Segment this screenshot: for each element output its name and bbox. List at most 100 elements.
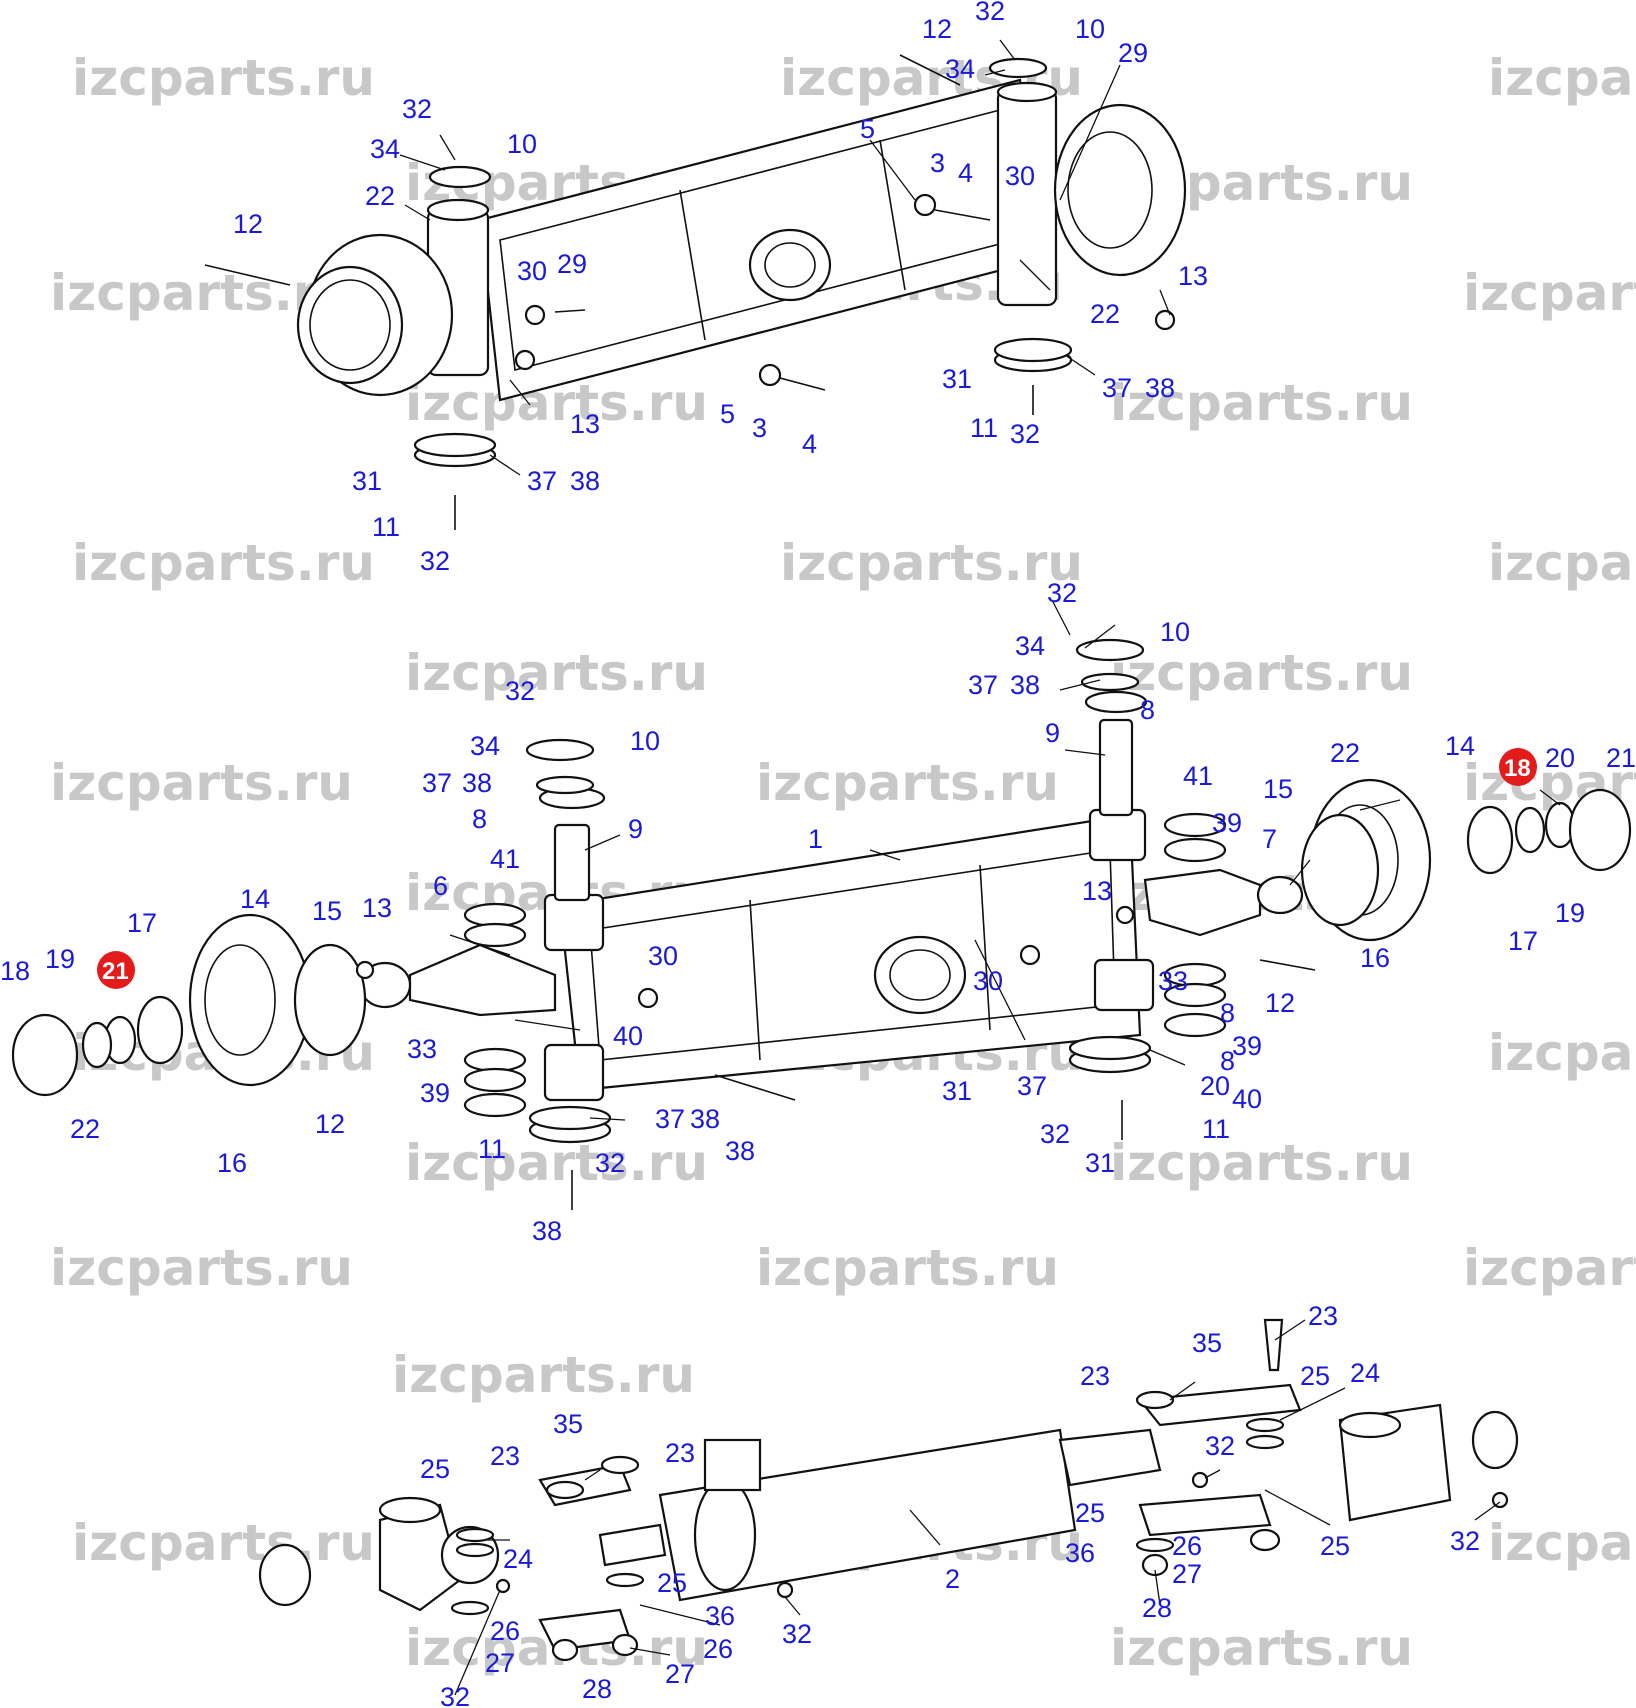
callout-label: 32 xyxy=(440,1682,470,1708)
callout-label: 39 xyxy=(420,1078,450,1108)
nut xyxy=(514,349,536,371)
callout-label: 29 xyxy=(1118,38,1148,68)
callout-label: 16 xyxy=(217,1148,247,1178)
washer xyxy=(1245,1434,1285,1450)
callout-label: 19 xyxy=(1555,898,1585,928)
left-seal xyxy=(136,995,184,1065)
callout-label: 32 xyxy=(402,94,432,124)
callout-label: 18 xyxy=(0,956,30,986)
callout-label: 12 xyxy=(233,209,263,239)
watermark: izcparts.ru xyxy=(1110,1134,1413,1192)
grease-fitting xyxy=(495,1578,511,1594)
shim xyxy=(528,1105,612,1131)
cylinder-rod-left xyxy=(598,1523,667,1567)
washer xyxy=(1135,1537,1175,1553)
callout-label: 23 xyxy=(1308,1301,1338,1331)
axle-beam xyxy=(478,78,1042,402)
left-hub-bore xyxy=(204,944,276,1056)
callout-label: 17 xyxy=(1508,926,1538,956)
callout-label: 39 xyxy=(1212,808,1242,838)
watermark: izcparts.ru xyxy=(392,1346,695,1404)
beam-rib xyxy=(879,139,906,291)
callout-label: 37 xyxy=(1102,373,1132,403)
kingpin xyxy=(1098,718,1134,817)
washer xyxy=(1245,1417,1285,1433)
callout-label: 15 xyxy=(1263,774,1293,804)
callout-labels-view-exploded: 32 10 34 37 38 8 9 32 34 10 37 38 8 9 22… xyxy=(0,578,1636,1246)
seal xyxy=(1163,1012,1227,1038)
center-boss xyxy=(873,935,967,1015)
callout-label: 24 xyxy=(1350,1358,1380,1388)
callout-label: 9 xyxy=(628,814,643,844)
callout-label: 31 xyxy=(352,466,382,496)
callout-label: 4 xyxy=(802,429,817,459)
bolt xyxy=(204,264,291,286)
beam-rib xyxy=(749,899,761,1061)
callout-label: 15 xyxy=(312,896,342,926)
center-boss xyxy=(748,228,832,302)
beam-boss-upper-right xyxy=(1088,808,1147,862)
nut xyxy=(1154,309,1176,331)
right-hub-inner xyxy=(1067,131,1153,249)
center-boss-inner xyxy=(764,242,816,288)
right-hub-cap xyxy=(1568,788,1632,872)
watermark: izcparts.ru xyxy=(72,1514,375,1572)
callout-label: 22 xyxy=(70,1114,100,1144)
callout-label: 26 xyxy=(490,1616,520,1646)
callout-label: 26 xyxy=(703,1634,733,1664)
callout-label: 16 xyxy=(1360,943,1390,973)
bearing xyxy=(1163,982,1227,1008)
right-spindle xyxy=(1256,875,1304,915)
right-kingpin-top xyxy=(996,81,1058,103)
highlight-label: 21 xyxy=(102,958,129,985)
callout-label: 38 xyxy=(462,768,492,798)
leader-lines xyxy=(454,1319,1501,1696)
callout-label: 27 xyxy=(485,1648,515,1678)
callout-label: 25 xyxy=(1300,1361,1330,1391)
beam-rib xyxy=(679,189,706,341)
callout-label: 17 xyxy=(127,908,157,938)
watermark: izcparts.ru xyxy=(1110,374,1413,432)
right-top-plate xyxy=(988,57,1048,79)
callout-label: 11 xyxy=(1202,1114,1230,1144)
right-kingpin-housing xyxy=(996,88,1058,307)
callout-label: 32 xyxy=(975,0,1005,26)
nut xyxy=(1019,944,1041,966)
highlighted-part-callout: 21 xyxy=(97,951,135,989)
callout-label: 11 xyxy=(970,413,998,443)
callout-label: 30 xyxy=(973,966,1003,996)
center-boss-inner xyxy=(889,949,951,1001)
callout-label: 30 xyxy=(1005,161,1035,191)
highlighted-part-callout: 18 xyxy=(1499,748,1537,786)
nut xyxy=(524,304,546,326)
callout-label: 22 xyxy=(365,181,395,211)
nut xyxy=(355,960,375,980)
callout-label: 27 xyxy=(1172,1559,1202,1589)
callout-label: 32 xyxy=(1205,1431,1235,1461)
left-bearing-cup xyxy=(293,943,367,1057)
beam-rib xyxy=(979,864,991,1031)
callout-label: 34 xyxy=(370,134,400,164)
beam-boss-upper-left xyxy=(543,893,605,952)
callout-label: 12 xyxy=(315,1109,345,1139)
watermark: izcparts.ru xyxy=(405,644,708,702)
callout-label: 27 xyxy=(665,1659,695,1689)
callout-label: 19 xyxy=(45,944,75,974)
watermark: izcparts.ru xyxy=(50,754,353,812)
grease-fitting xyxy=(1491,1491,1509,1509)
callout-label: 33 xyxy=(1158,966,1188,996)
callout-label: 29 xyxy=(557,249,587,279)
watermark: izcpar xyxy=(1488,534,1636,592)
leader-lines xyxy=(399,39,1171,476)
callout-label: 6 xyxy=(433,871,448,901)
callout-label: 23 xyxy=(665,1438,695,1468)
bolt xyxy=(899,54,961,86)
watermark: izcparts.ru xyxy=(50,1239,353,1297)
beam-boss-lower-right xyxy=(1093,958,1155,1012)
callout-label: 25 xyxy=(1075,1498,1105,1528)
callout-label: 21 xyxy=(1606,743,1636,773)
callout-label: 14 xyxy=(240,884,270,914)
right-hub-flange xyxy=(1053,103,1187,277)
callout-label: 4 xyxy=(958,158,973,188)
